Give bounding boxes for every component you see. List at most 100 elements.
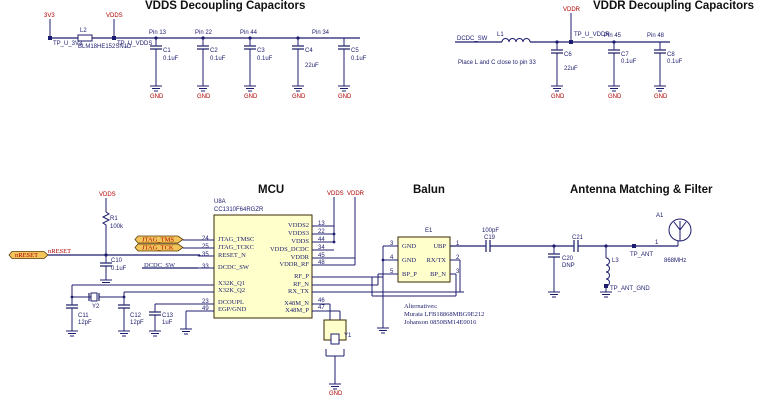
power-vdds-label-mcu: VDDS — [327, 191, 344, 197]
capacitor-c5 — [337, 37, 351, 92]
gnd-label-c8: GND — [654, 94, 668, 100]
crystal-y2 — [90, 292, 98, 302]
mcu-u8a-body — [213, 214, 313, 319]
mcu-pin-num-23: 23 — [202, 299, 209, 305]
mcu-pin-num-46: 46 — [318, 298, 325, 304]
mcu-pin-x48m-n: X48M_N — [284, 300, 309, 307]
power-vdds-label-top: VDDS — [106, 13, 123, 19]
c4-ref: C4 — [305, 48, 313, 54]
vddr-pin-label-1: Pin 45 — [604, 33, 622, 39]
balun-alternative-1: Murata LFB18868MBG9E212 — [404, 311, 484, 318]
mcu-pin-rf-n: RF_N — [293, 281, 309, 288]
c8-value: 0.1uF — [667, 59, 683, 65]
capacitor-c8 — [653, 41, 667, 92]
mcu-pin-reset-n: RESET_N — [218, 252, 246, 259]
mcu-pin-x32k-q1: X32K_Q1 — [218, 280, 245, 287]
vdds-pin-label-3: Pin 44 — [240, 30, 258, 36]
mcu-pin-num-22: 22 — [318, 229, 325, 235]
a1-value: 868MHz — [664, 258, 686, 264]
c12-ref: C12 — [130, 313, 142, 319]
inductor-l3 — [605, 257, 610, 287]
balun-pin-num-4: 4 — [390, 255, 394, 261]
balun-pin-ubp: UBP — [433, 243, 446, 250]
mcu-pin-num-24: 24 — [202, 236, 209, 242]
power-3v3-label: 3V3 — [44, 13, 55, 19]
mcu-pin-num-13: 13 — [318, 221, 325, 227]
mcu-pin-num-45: 45 — [318, 253, 325, 259]
r1-value: 100k — [110, 224, 124, 230]
capacitor-c2 — [196, 37, 210, 92]
mcu-pin-rf-p: RF_P — [294, 273, 309, 280]
c10-value: 0.1uF — [111, 266, 127, 272]
gnd-label-y1: GND — [329, 391, 343, 397]
heading-balun: Balun — [413, 184, 445, 196]
mcu-pin-num-44: 44 — [318, 237, 325, 243]
l3-ref: L3 — [612, 258, 619, 264]
jtag-tck-port — [134, 243, 184, 252]
gnd-label-c3: GND — [244, 94, 258, 100]
c20-value: DNP — [562, 263, 575, 269]
c1-value: 0.1uF — [163, 56, 179, 62]
heading-antenna: Antenna Matching & Filter — [570, 184, 713, 196]
mcu-unit-ref: U8A — [214, 199, 226, 205]
vddr-pin-label-2: Pin 48 — [647, 33, 665, 39]
ferrite-ref: L2 — [80, 28, 87, 34]
power-vddr-label-mcu: VDDR — [347, 191, 365, 197]
gnd-label-c6: GND — [551, 94, 565, 100]
mcu-pin-num-49: 49 — [202, 306, 209, 312]
mcu-pin-vdds: VDDS — [291, 238, 309, 245]
mcu-part-number: CC1310F64RGZR — [214, 207, 264, 213]
mcu-block: VDDS VDDR U8A CC1310F64RGZR JTAG_TMSC JT… — [8, 191, 464, 397]
heading-mcu: MCU — [258, 184, 284, 196]
balun-alternatives-title: Alternatives: — [404, 303, 438, 310]
c5-ref: C5 — [351, 48, 359, 54]
mcu-pin-vdds-dcdc: VDDS_DCDC — [270, 246, 309, 253]
balun-pin-bp-n: BP_N — [430, 271, 446, 278]
mcu-pin-vdds3: VDDS3 — [288, 230, 309, 237]
capacitor-c12 — [117, 296, 131, 337]
reset-flag-label: nRESET — [15, 252, 38, 259]
c2-value: 0.1uF — [210, 56, 226, 62]
mcu-pin-vddr-rf: VDDR_RF — [279, 261, 309, 268]
reset-net-label: nRESET — [48, 248, 71, 255]
mcu-pin-egp-gnd: EGP/GND — [218, 306, 246, 313]
vdds-pin-label-1: Pin 13 — [149, 30, 167, 36]
dcdc-sw-net-label: DCDC_SW — [144, 262, 176, 269]
vdds-decoupling-block: 3V3 VDDS L2 BLM18HE152SN1D TP_U_3V3 TP_U… — [44, 13, 367, 100]
a1-ref: A1 — [656, 213, 664, 219]
capacitor-c20 — [547, 245, 561, 298]
c12-value: 12pF — [130, 320, 144, 326]
balun-pin-bp-p: BP_P — [402, 271, 417, 278]
gnd-label-c5: GND — [338, 94, 352, 100]
mcu-pin-num-25: 25 — [202, 244, 209, 250]
c10-ref: C10 — [111, 258, 123, 264]
power-vddr-label-top: VDDR — [563, 7, 581, 13]
mcu-pin-num-48: 48 — [318, 260, 325, 266]
capacitor-c7 — [607, 41, 621, 92]
vdds-pin-label-2: Pin 22 — [195, 30, 213, 36]
balun-pin-gnd-2: GND — [402, 257, 416, 264]
mcu-pin-vddr: VDDR — [291, 254, 310, 261]
testpoint-3v3-label: TP_U_3V3 — [53, 41, 83, 47]
mcu-pin-dcdc-sw: DCDC_SW — [218, 264, 250, 271]
testpoint-ant-pad — [632, 244, 636, 248]
mcu-pin-num-35: 35 — [202, 252, 209, 258]
vddr-dcdc-net: DCDC_SW — [457, 36, 488, 42]
c13-ref: C13 — [162, 313, 174, 319]
c7-value: 0.1uF — [621, 59, 637, 65]
balun-pin-num-5: 5 — [390, 269, 394, 275]
c19-value: 100pF — [482, 228, 499, 234]
testpoint-ant-label: TP_ANT — [630, 252, 653, 258]
inductor-l1 — [501, 38, 531, 43]
c11-value: 12pF — [78, 320, 92, 326]
capacitor-c6 — [550, 41, 564, 92]
antenna-block: 100pF C19 C21 C20 DNP L3 TP_ANT_GND TP_A… — [450, 213, 692, 298]
jtag-tck-label: JTAG_TCK — [142, 245, 174, 252]
resistor-r1 — [101, 211, 111, 237]
c7-ref: C7 — [621, 52, 629, 58]
mcu-pin-num-33: 33 — [202, 264, 209, 270]
c20-ref: C20 — [562, 256, 574, 262]
jtag-tms-port — [134, 235, 184, 244]
c3-value: 0.1uF — [257, 56, 273, 62]
